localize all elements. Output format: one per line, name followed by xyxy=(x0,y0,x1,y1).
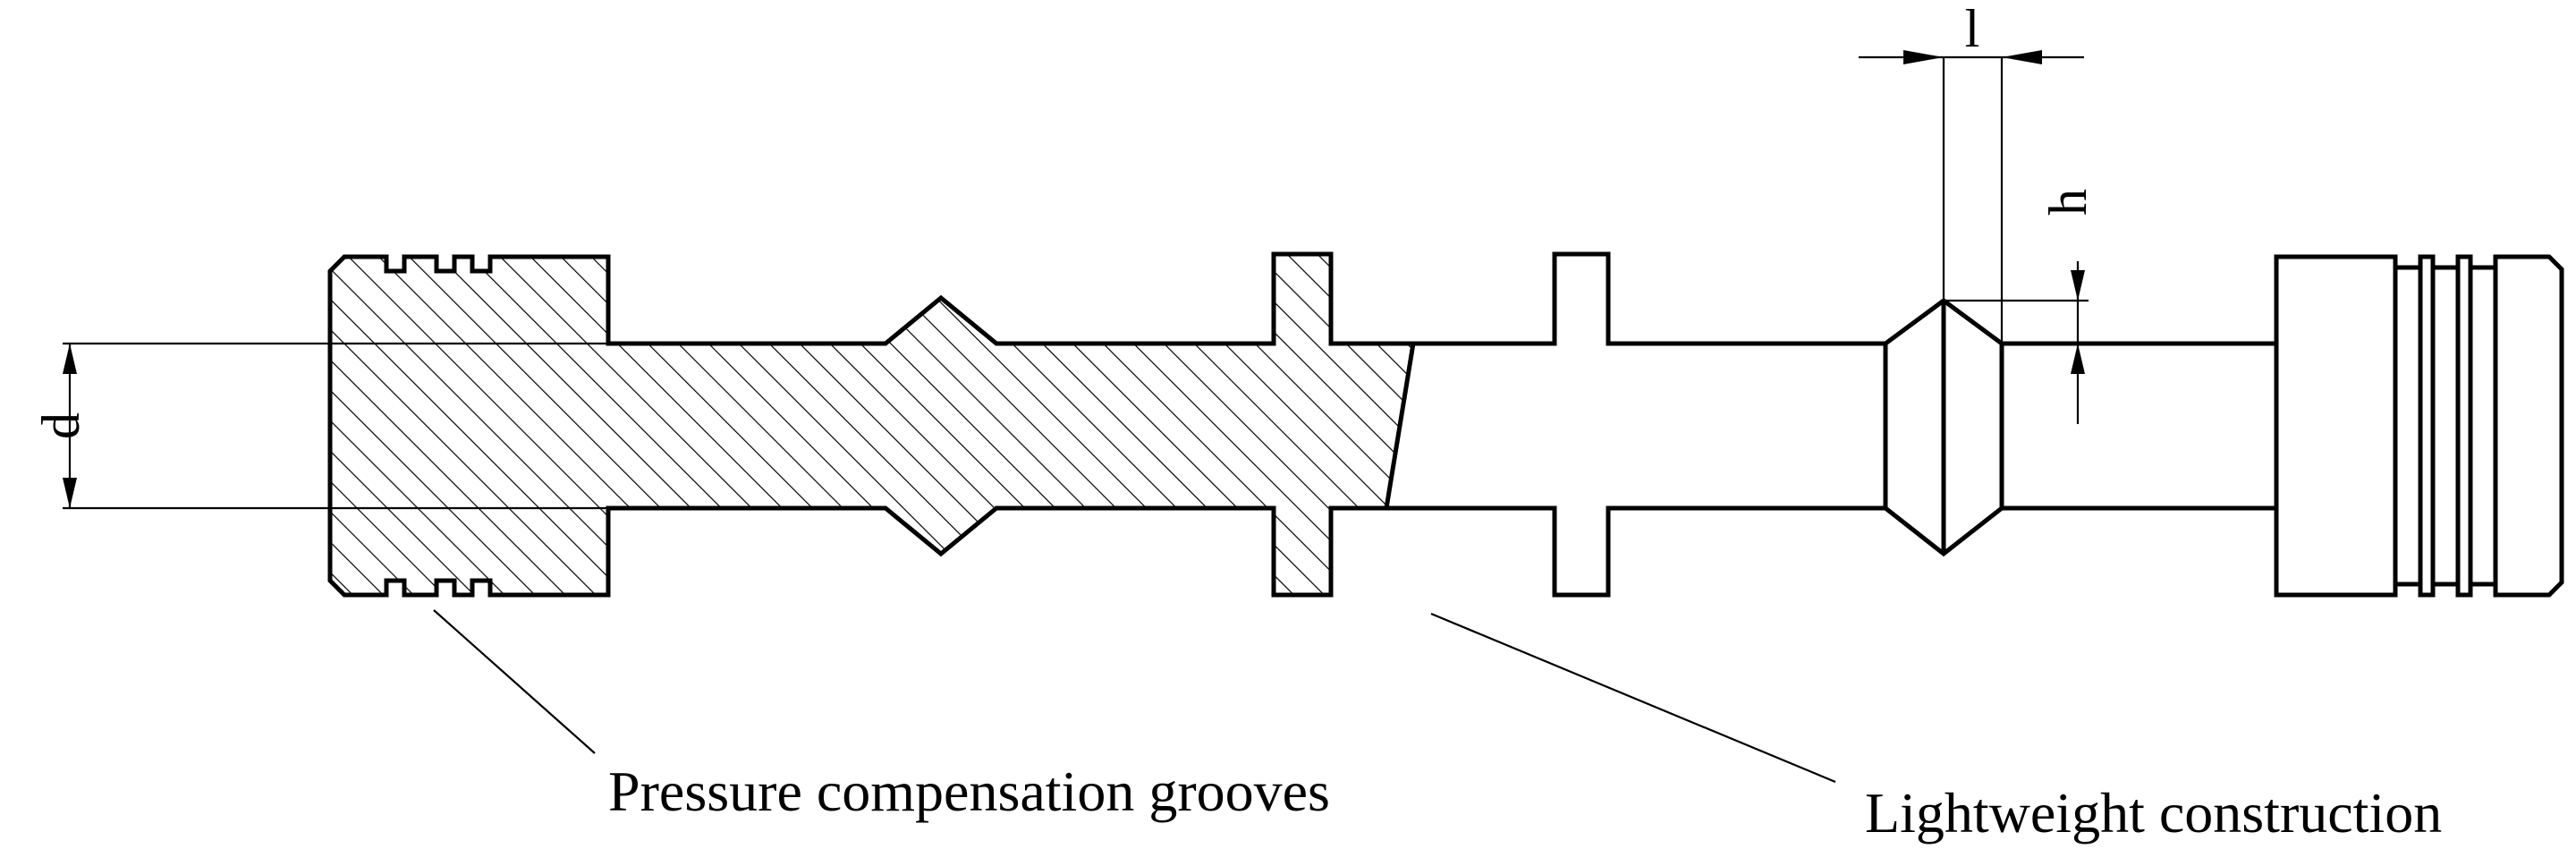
end-groove-ring-3 xyxy=(2430,265,2461,587)
dimension-l: l xyxy=(1859,0,2084,344)
spool-sectioned-body xyxy=(327,251,1416,598)
end-groove-ring-5 xyxy=(2468,265,2498,587)
dimension-l-label: l xyxy=(1965,0,1980,58)
lightweight-label: Lightweight construction xyxy=(1865,781,2442,845)
dimension-h-label: h xyxy=(2038,189,2097,216)
dimension-d-label: d xyxy=(31,412,90,439)
grooves-label: Pressure compensation grooves xyxy=(608,760,1330,823)
lightweight-leader-line xyxy=(1430,612,1836,784)
end-cap-tip xyxy=(2493,254,2564,598)
dimension-h: h xyxy=(1944,189,2097,424)
end-cap-body xyxy=(2274,254,2398,598)
dimension-d: d xyxy=(31,342,608,510)
grooves-leader-line xyxy=(433,609,596,754)
spool-bottom-profile xyxy=(1386,505,2276,598)
spool-top-profile xyxy=(1413,251,2276,346)
end-groove-ring-1 xyxy=(2393,265,2423,587)
